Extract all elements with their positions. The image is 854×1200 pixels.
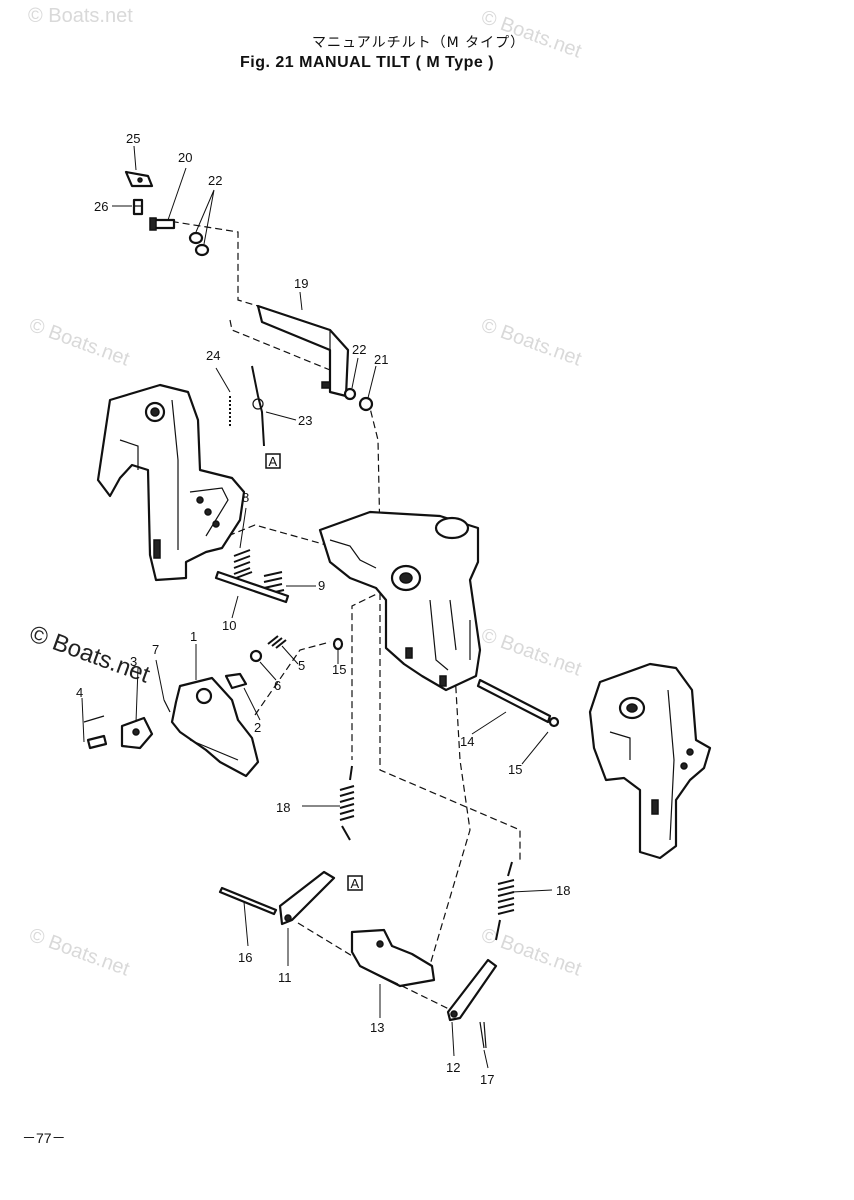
collar-6 — [249, 649, 263, 663]
part-label: 21 — [374, 352, 388, 367]
title-japanese: マニュアルチルト（M タイプ） — [312, 35, 526, 51]
reference-box-a-upper: A — [265, 453, 281, 469]
spring-18-right — [495, 861, 515, 941]
right-clamp-bracket — [588, 662, 712, 860]
clip-15-b — [548, 716, 560, 728]
bracket-3 — [120, 716, 154, 750]
clip-25 — [124, 170, 154, 188]
part-label: 22 — [352, 342, 366, 357]
part-label: 20 — [178, 150, 192, 165]
watermark: © Boats.net — [26, 314, 132, 371]
part-number-labels: 25 20 22 26 19 22 21 24 23 8 9 10 1 7 3 … — [76, 131, 570, 1087]
watermark: © Boats.net — [26, 924, 132, 981]
part-label: 7 — [152, 642, 159, 657]
leader-lines — [81, 145, 553, 1069]
part-label: 22 — [208, 173, 222, 188]
clip-15-a — [332, 637, 344, 651]
lever-12 — [446, 958, 498, 1022]
reference-a-label: A — [351, 876, 360, 891]
page-number: －77－ — [22, 1130, 66, 1146]
spring-18-left — [339, 765, 355, 841]
spring-5 — [267, 635, 287, 649]
part-label: 9 — [318, 578, 325, 593]
part-label: 6 — [274, 678, 281, 693]
tilt-lever-1 — [170, 676, 260, 778]
washers-21-22 — [343, 387, 374, 412]
part-label: 3 — [130, 654, 137, 669]
watermark: © Boats.net — [478, 6, 584, 63]
part-label: 23 — [298, 413, 312, 428]
part-label: 11 — [278, 970, 292, 985]
part-label: 1 — [190, 629, 197, 644]
part-label: 17 — [480, 1072, 494, 1087]
part-label: 10 — [222, 618, 236, 633]
figure-title: Fig. 21 MANUAL TILT ( M Type ) — [240, 54, 495, 71]
part-label: 2 — [254, 720, 261, 735]
screw-20 — [149, 217, 176, 231]
part-label: 8 — [242, 490, 249, 505]
part-label: 25 — [126, 131, 140, 146]
reference-box-a-lower: A — [347, 875, 363, 891]
part-label: 15 — [508, 762, 522, 777]
spring-9 — [263, 571, 285, 595]
watermark: © Boats.net — [478, 624, 584, 681]
part-label: 18 — [556, 883, 570, 898]
washers-22-top — [188, 231, 210, 257]
part-label: 4 — [76, 685, 83, 700]
bracket-13 — [350, 928, 436, 988]
rod-14 — [476, 678, 552, 724]
part-label: 18 — [276, 800, 290, 815]
part-label: 19 — [294, 276, 308, 291]
spring-23 — [251, 365, 265, 447]
left-clamp-bracket — [96, 383, 246, 582]
part-label: 14 — [460, 734, 474, 749]
watermark: © Boats.net — [28, 5, 133, 27]
part-label: 26 — [94, 199, 108, 214]
plate-19 — [256, 304, 350, 398]
spring-8 — [233, 549, 253, 579]
part-label: 5 — [298, 658, 305, 673]
cotter-pin-17 — [479, 1021, 487, 1049]
part-label: 15 — [332, 662, 346, 677]
swivel-bracket — [318, 510, 482, 692]
bolt-26 — [132, 198, 144, 216]
pin-16 — [218, 886, 278, 916]
pin-2 — [224, 672, 248, 690]
part-label: 24 — [206, 348, 220, 363]
part-label: 12 — [446, 1060, 460, 1075]
lever-11 — [278, 870, 336, 926]
pin-10 — [214, 570, 290, 604]
bolt-4 — [83, 715, 108, 750]
bolt-7 — [163, 699, 171, 713]
reference-a-label: A — [269, 454, 278, 469]
watermark: © Boats.net — [478, 924, 584, 981]
part-label: 16 — [238, 950, 252, 965]
watermark: © Boats.net — [478, 314, 584, 371]
part-label: 13 — [370, 1020, 384, 1035]
